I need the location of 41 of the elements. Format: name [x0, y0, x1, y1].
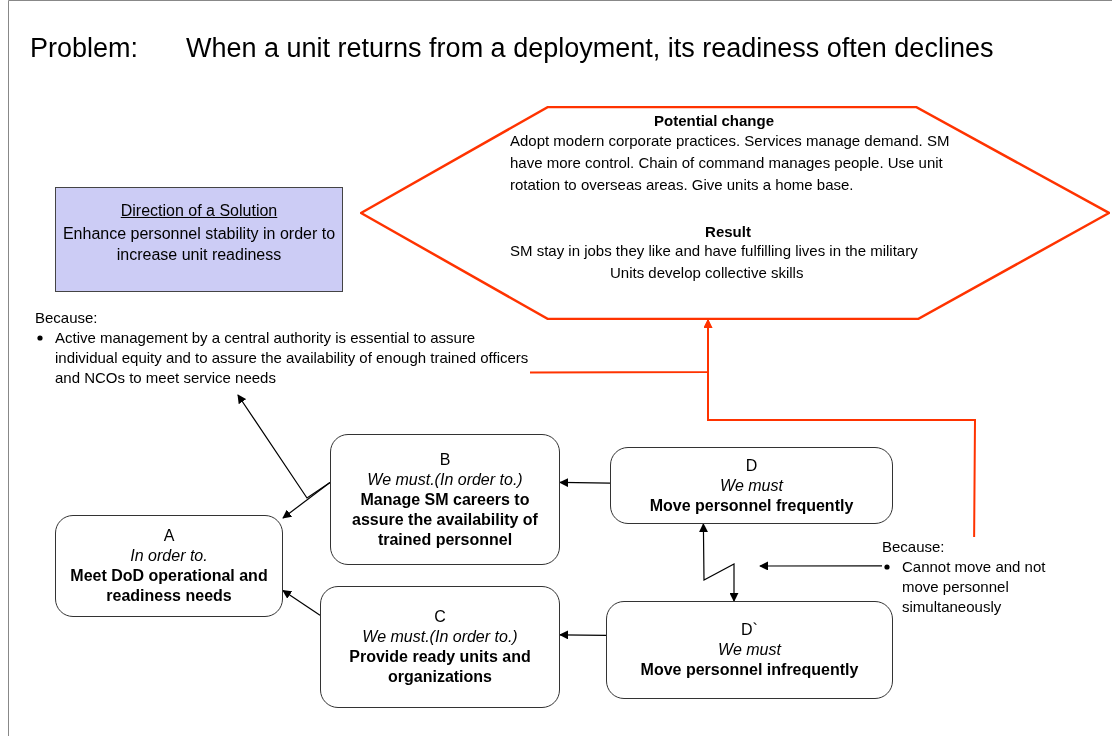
bullet-text: Cannot move and not move personnel simultaneously — [902, 557, 1047, 617]
change-description: Adopt modern corporate practices. Services manage demand. SM have more control. Chain of command manages people. Use unit rotation to overseas areas. Give units a home base. — [510, 131, 951, 195]
arrow — [237, 394, 331, 499]
node-statement: Meet DoD operational and readiness needs — [69, 566, 269, 606]
result-text: SM stay in jobs they like and have fulfilling lives in the military — [510, 241, 918, 261]
conflict-arrow — [699, 523, 739, 602]
process-box — [610, 447, 893, 524]
node-letter: A — [163, 526, 175, 546]
node-subtitle: We must.(In order to.) — [367, 469, 523, 490]
section-heading: Result — [704, 223, 752, 241]
box-text: Enhance personnel stability in order to increase unit readiness — [62, 224, 336, 265]
node-statement: Provide ready units and organizations — [348, 647, 532, 687]
arrow — [559, 630, 607, 640]
node-statement: Manage SM careers to assure the availability of trained personnel — [351, 489, 539, 550]
process-box — [55, 515, 283, 617]
node-letter: B — [439, 449, 451, 470]
arrow — [282, 589, 321, 616]
result-text: Units develop collective skills — [610, 263, 804, 283]
node-letter: D — [745, 455, 758, 476]
because-heading: Because: — [882, 537, 945, 557]
node-subtitle: We must.(In order to.) — [362, 627, 518, 647]
arrow — [559, 478, 611, 488]
node-subtitle: We must — [720, 475, 783, 496]
process-box — [606, 601, 893, 699]
arrow — [759, 561, 883, 571]
node-subtitle: In order to. — [130, 546, 208, 566]
process-box — [320, 586, 560, 708]
box-heading: Direction of a Solution — [119, 201, 279, 221]
solution-box — [55, 187, 343, 292]
node-statement: Move personnel infrequently — [640, 660, 859, 680]
process-box — [330, 434, 560, 565]
node-statement: Move personnel frequently — [649, 495, 854, 516]
section-heading: Potential change — [653, 112, 775, 130]
title: When a unit returns from a deployment, its readiness often declines — [186, 32, 995, 65]
arrow — [703, 319, 976, 538]
node-subtitle: We must — [718, 640, 781, 660]
node-letter: C — [434, 607, 446, 627]
because-heading: Because: — [35, 308, 98, 328]
problem-label: Problem: — [30, 32, 139, 65]
bullet-text: Active management by a central authority is essential to assure individual equity and to assure the availability of enough trained officers and NCOs to meet service needs — [55, 328, 530, 388]
node-letter: D` — [741, 620, 758, 640]
